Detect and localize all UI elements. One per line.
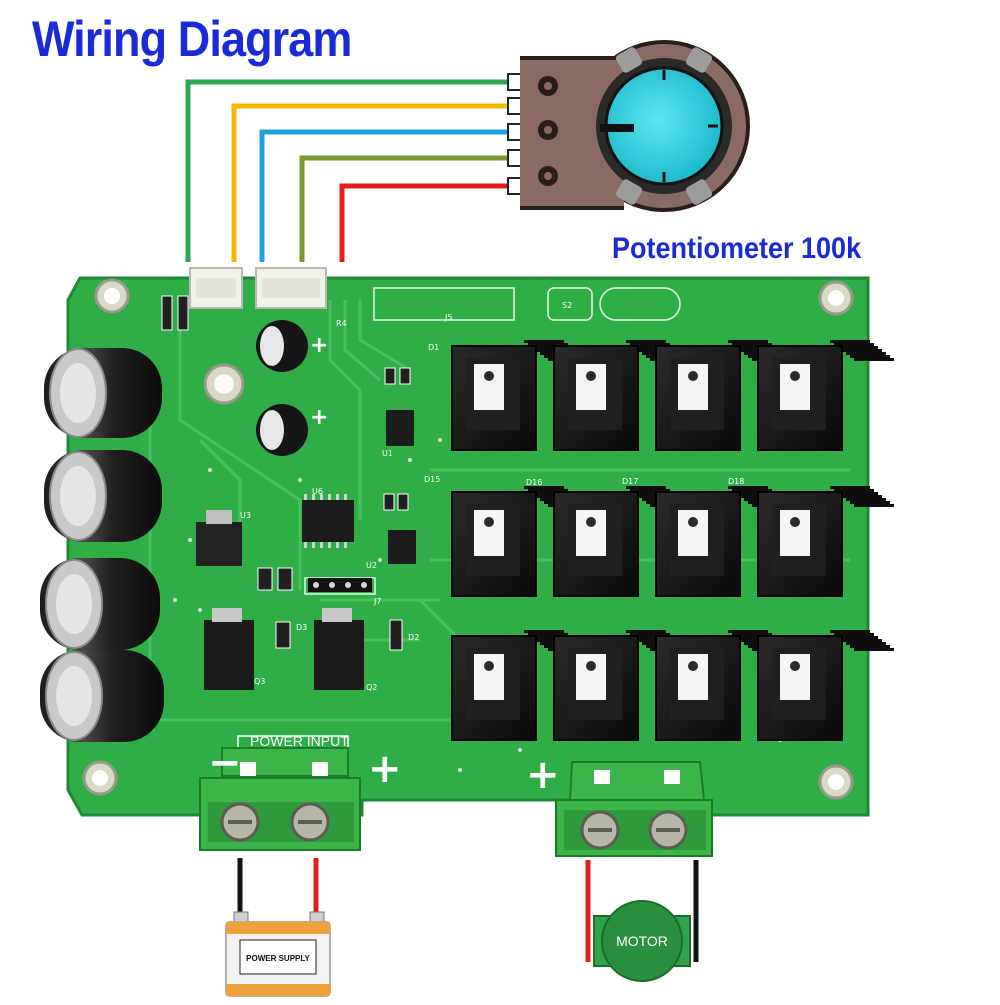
mounting-hole	[818, 764, 854, 800]
heatsink-array	[451, 340, 894, 741]
heatsink	[757, 630, 894, 741]
jst-connector-left	[189, 267, 243, 309]
label-u1: U1	[382, 449, 393, 458]
heatsink	[451, 630, 588, 741]
label-j5: J5	[444, 313, 452, 322]
transistor-q3	[204, 608, 254, 690]
capacitor	[40, 650, 164, 742]
heatsink	[757, 340, 894, 451]
mounting-hole	[82, 760, 118, 796]
diagram-title: Wiring Diagram	[32, 11, 352, 67]
label-d15: D15	[424, 475, 440, 484]
label-u6: U6	[312, 487, 323, 496]
motor-terminal	[555, 761, 713, 857]
cap-plus-mark: +	[310, 405, 328, 430]
power-input-label: POWER INPUT	[250, 733, 349, 749]
screw	[538, 120, 558, 140]
power-plus-sign: +	[368, 746, 402, 792]
heatsink	[553, 340, 690, 451]
heatsink	[451, 340, 588, 451]
wire-green	[185, 79, 515, 262]
motor-plus-sign: +	[526, 752, 560, 798]
small-capacitor	[256, 320, 308, 372]
power-minus-sign: −	[208, 740, 242, 786]
label-d2: D2	[408, 633, 419, 642]
wire-olive	[299, 155, 515, 262]
label-s2: S2	[562, 301, 572, 310]
motor-label: MOTOR	[616, 933, 668, 949]
potentiometer	[507, 40, 750, 212]
transistor-q2	[314, 608, 364, 690]
screw-terminal	[580, 810, 620, 850]
power-terminal	[199, 735, 361, 851]
heatsink	[451, 486, 588, 597]
label-d3: D3	[296, 623, 307, 632]
label-r4: R4	[336, 319, 347, 328]
ic-chip	[388, 530, 416, 564]
mounting-hole	[94, 278, 130, 314]
label-j7: J7	[373, 597, 381, 606]
mounting-hole	[203, 363, 245, 405]
jst-connector-right	[255, 267, 327, 309]
screw-terminal	[290, 802, 330, 842]
pot-wires	[185, 79, 515, 262]
wire-red	[339, 183, 515, 262]
screw-terminal	[648, 810, 688, 850]
capacitor	[40, 558, 160, 650]
label-d17: D17	[622, 477, 638, 486]
capacitor	[44, 450, 162, 542]
wire-blue	[259, 129, 515, 262]
cap-plus-mark: +	[310, 333, 328, 358]
screw	[538, 76, 558, 96]
label-u3: U3	[240, 511, 251, 520]
motor	[593, 900, 691, 982]
label-u2: U2	[366, 561, 377, 570]
label-d16: D16	[526, 478, 542, 487]
mounting-hole	[818, 280, 854, 316]
label-d1: D1	[428, 343, 439, 352]
label-d18: D18	[728, 477, 744, 486]
label-q2: Q2	[366, 683, 377, 692]
knob-indicator	[600, 124, 634, 132]
ic-chip	[302, 494, 354, 548]
small-capacitor	[256, 404, 308, 456]
label-q3: Q3	[254, 677, 265, 686]
screw	[538, 166, 558, 186]
heatsink	[553, 486, 690, 597]
header-j7	[308, 578, 372, 592]
screw-terminal	[220, 802, 260, 842]
regulator	[196, 510, 242, 566]
capacitor	[44, 348, 162, 438]
power-supply	[225, 911, 331, 997]
heatsink	[553, 630, 690, 741]
ic-chip	[386, 410, 414, 446]
wire-yellow	[231, 103, 515, 262]
potentiometer-label: Potentiometer 100k	[612, 232, 862, 265]
power-supply-label: POWER SUPPLY	[246, 954, 310, 963]
heatsink	[757, 486, 894, 597]
